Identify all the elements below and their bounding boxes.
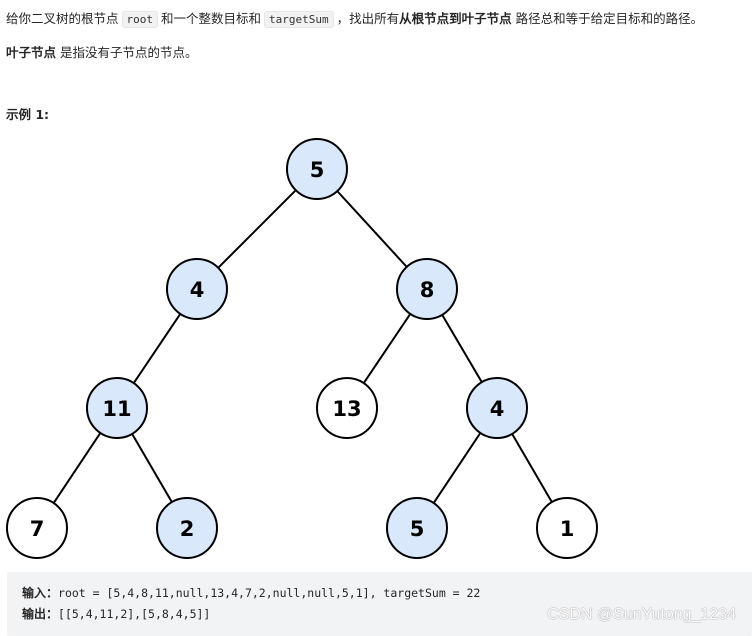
code-root: root (121, 11, 159, 28)
tree-node-label: 5 (310, 158, 325, 182)
tree-edge-n8-n4b (441, 314, 483, 383)
tree-node-label: 7 (30, 517, 45, 541)
tree-edges (52, 189, 553, 504)
tree-node-label: 4 (190, 278, 205, 302)
tree-node-label: 8 (420, 278, 435, 302)
tree-nodes: 5 4 8 11 13 4 7 2 5 1 (6, 138, 598, 559)
tree-edge-n5-n4 (217, 189, 297, 269)
tree-node-circle (386, 497, 448, 559)
tree-node-label: 5 (410, 517, 425, 541)
tree-node: 8 (396, 258, 458, 320)
tree-edge-n11-n2 (131, 433, 173, 503)
tree-edge-n5-n8 (336, 190, 408, 268)
tree-edge-n8-n13 (362, 313, 412, 384)
description-text: 给你二叉树的根节点 (6, 11, 119, 26)
tree-node: 11 (86, 377, 148, 439)
input-label: 输入： (22, 586, 59, 600)
tree-edge-n4b-n5b (432, 432, 482, 504)
tree-node-label: 4 (490, 397, 505, 421)
tree-node: 5 (386, 497, 448, 559)
example-code-block: 输入：root = [5,4,8,11,null,13,4,7,2,null,n… (7, 572, 752, 636)
example-title: 示例 1: (6, 107, 50, 122)
tree-node: 7 (6, 497, 68, 559)
description-bold: 从根节点到叶子节点 (399, 11, 512, 26)
csdn-watermark: CSDN @SunYutong_1234 (547, 606, 736, 623)
input-value: root = [5,4,8,11,null,13,4,7,2,null,null… (58, 586, 481, 600)
tree-node-circle (286, 138, 348, 200)
tree-node-circle (6, 497, 68, 559)
tree-edge-n4-n11 (132, 313, 182, 384)
tree-edge-n4b-n1 (511, 433, 553, 503)
description-text: 和一个整数目标和 (161, 11, 262, 26)
output-value: [[5,4,11,2],[5,8,4,5]] (58, 607, 211, 621)
leaf-definition-text: 是指没有子节点的节点。 (60, 45, 198, 60)
tree-node-circle (316, 377, 378, 439)
tree-node: 4 (466, 377, 528, 439)
tree-edge-n11-n7 (52, 432, 102, 504)
example-input: 输入：root = [5,4,8,11,null,13,4,7,2,null,n… (22, 584, 480, 601)
leaf-definition: 叶子节点 是指没有子节点的节点。 (6, 43, 198, 63)
output-label: 输出： (22, 607, 59, 621)
binary-tree-diagram: 5 4 8 11 13 4 7 2 5 1 (6, 138, 598, 559)
tree-node-circle (166, 258, 228, 320)
tree-node-circle (466, 377, 528, 439)
example-output: 输出：[[5,4,11,2],[5,8,4,5]] (22, 605, 210, 622)
tree-node: 13 (316, 377, 378, 439)
tree-node-circle (86, 377, 148, 439)
tree-node-label: 11 (102, 397, 131, 421)
tree-node-label: 1 (560, 517, 575, 541)
description-text: 路径总和等于给定目标和的路径。 (515, 11, 704, 26)
code-targetsum: targetSum (264, 11, 334, 28)
tree-node-circle (396, 258, 458, 320)
tree-node-circle (156, 497, 218, 559)
tree-node-label: 13 (332, 397, 361, 421)
tree-node-label: 2 (180, 517, 195, 541)
tree-node: 1 (536, 497, 598, 559)
tree-node: 4 (166, 258, 228, 320)
description-text: ，找出所有 (336, 11, 400, 26)
tree-node: 2 (156, 497, 218, 559)
leaf-term: 叶子节点 (6, 45, 57, 60)
tree-node-circle (536, 497, 598, 559)
tree-node: 5 (286, 138, 348, 200)
